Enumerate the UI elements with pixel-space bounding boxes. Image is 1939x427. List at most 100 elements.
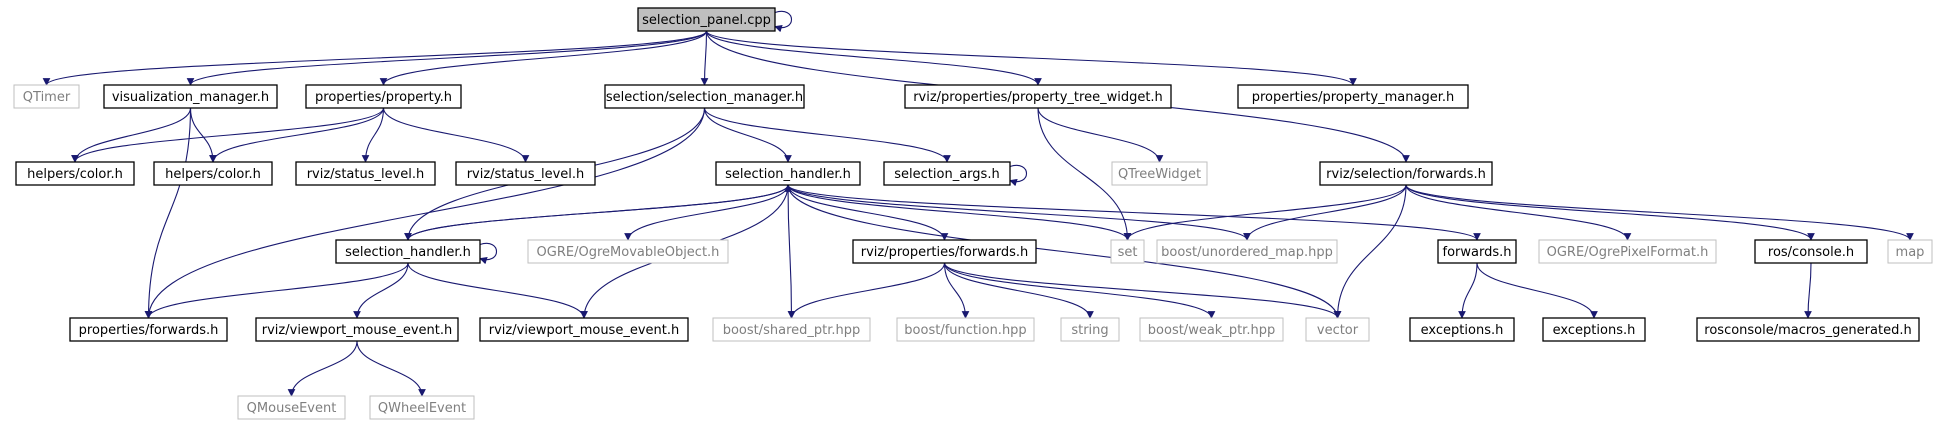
- node-box: [527, 239, 729, 264]
- node-label: rviz/selection/forwards.h: [1326, 167, 1486, 182]
- node-box: [883, 161, 1011, 186]
- node-map: map: [1887, 239, 1933, 264]
- node-box: [852, 239, 1037, 264]
- edge-forwards_h-to-exceptions_2: [1476, 262, 1598, 319]
- node-box: [1111, 161, 1208, 186]
- node-label: helpers/color.h: [27, 167, 123, 182]
- node-function: boost/function.hpp: [896, 317, 1035, 342]
- node-box: [237, 395, 346, 420]
- node-label: boost/shared_ptr.hpp: [723, 323, 861, 338]
- node-vector: vector: [1305, 317, 1370, 342]
- node-box: [1437, 239, 1517, 264]
- edge-sel_forwards-to-map: [1405, 184, 1914, 241]
- edge-root-to-vis_mgr: [186, 30, 708, 86]
- node-vme-2[interactable]: rviz/viewport_mouse_event.h: [479, 317, 689, 342]
- edge-sel_handler_1-to-unordered_map: [787, 184, 1251, 241]
- edge-sel_handler_1-to-ogre_movable: [624, 184, 789, 241]
- node-sel-handler-2[interactable]: selection_handler.h: [335, 239, 481, 264]
- node-rosconsole-macros[interactable]: rosconsole/macros_generated.h: [1696, 317, 1920, 342]
- node-box: [712, 317, 871, 342]
- node-label: selection/selection_manager.h: [606, 90, 803, 105]
- node-label: selection_args.h: [894, 167, 999, 182]
- node-ros-console[interactable]: ros/console.h: [1754, 239, 1868, 264]
- node-label: rviz/viewport_mouse_event.h: [489, 323, 679, 338]
- node-root[interactable]: selection_panel.cpp: [637, 7, 776, 32]
- node-box: [1538, 239, 1717, 264]
- node-prop-mgr[interactable]: properties/property_manager.h: [1237, 84, 1469, 109]
- node-label: properties/property.h: [315, 90, 452, 105]
- edge-vis_mgr-to-helpers_color_2: [189, 107, 217, 163]
- node-box: [103, 84, 278, 109]
- node-label: boost/weak_ptr.hpp: [1148, 323, 1275, 338]
- node-box: [153, 161, 273, 186]
- node-prop-tree[interactable]: rviz/properties/property_tree_widget.h: [904, 84, 1172, 109]
- node-box: [1237, 84, 1469, 109]
- node-sel-forwards[interactable]: rviz/selection/forwards.h: [1319, 161, 1493, 186]
- node-label: properties/forwards.h: [79, 323, 219, 338]
- node-box: [637, 7, 776, 32]
- node-label: set: [1118, 245, 1138, 260]
- node-ogre-pixel: OGRE/OgrePixelFormat.h: [1538, 239, 1717, 264]
- node-helpers-color-1[interactable]: helpers/color.h: [15, 161, 135, 186]
- edge-vme_1-to-qwheel: [356, 340, 426, 397]
- node-box: [896, 317, 1035, 342]
- node-box: [1110, 239, 1145, 264]
- node-box: [1139, 317, 1284, 342]
- edge-root-to-prop_property: [379, 30, 708, 86]
- node-exceptions-2[interactable]: exceptions.h: [1542, 317, 1646, 342]
- edge-sel_handler_2-to-prop_forwards: [144, 262, 409, 319]
- node-vme-1[interactable]: rviz/viewport_mouse_event.h: [255, 317, 459, 342]
- node-box: [295, 161, 436, 186]
- node-label: rviz/status_level.h: [467, 167, 585, 182]
- edge-prop_property-to-status_1: [361, 107, 385, 163]
- node-label: rviz/viewport_mouse_event.h: [262, 323, 452, 338]
- edge-sel_args-to-sel_args: [1009, 164, 1027, 187]
- node-prop-property[interactable]: properties/property.h: [305, 84, 462, 109]
- edge-root-to-qtimer: [42, 30, 708, 86]
- node-sel-mgr[interactable]: selection/selection_manager.h: [604, 84, 805, 109]
- node-qwheel: QWheelEvent: [369, 395, 475, 420]
- node-box: [369, 395, 475, 420]
- node-box: [1156, 239, 1338, 264]
- node-rviz-prop-fwd[interactable]: rviz/properties/forwards.h: [852, 239, 1037, 264]
- node-label: OGRE/OgrePixelFormat.h: [1547, 245, 1709, 260]
- node-string: string: [1060, 317, 1120, 342]
- node-status-2[interactable]: rviz/status_level.h: [455, 161, 596, 186]
- node-qmouse: QMouseEvent: [237, 395, 346, 420]
- node-box: [1305, 317, 1370, 342]
- node-helpers-color-2[interactable]: helpers/color.h: [153, 161, 273, 186]
- node-sel-handler-1[interactable]: selection_handler.h: [715, 161, 861, 186]
- node-box: [479, 317, 689, 342]
- edge-prop_tree-to-qtreewidget: [1037, 107, 1164, 163]
- node-label: visualization_manager.h: [112, 90, 269, 105]
- node-set: set: [1110, 239, 1145, 264]
- node-label: selection_handler.h: [725, 167, 851, 182]
- edge-rviz_prop_fwd-to-function: [943, 262, 970, 319]
- edge-root-to-prop_mgr: [705, 30, 1357, 86]
- node-label: string: [1071, 323, 1108, 338]
- edge-rviz_prop_fwd-to-weak_ptr: [943, 262, 1216, 319]
- edge-sel_handler_1-to-set: [787, 184, 1132, 241]
- node-box: [1409, 317, 1515, 342]
- edge-rviz_prop_fwd-to-string: [943, 262, 1094, 319]
- edge-forwards_h-to-exceptions_1: [1458, 262, 1478, 319]
- edge-prop_property-to-helpers_color_2: [209, 107, 385, 163]
- edge-root-to-root: [774, 10, 792, 33]
- node-label: rosconsole/macros_generated.h: [1704, 323, 1911, 338]
- node-label: selection_panel.cpp: [642, 13, 771, 28]
- node-vis-mgr[interactable]: visualization_manager.h: [103, 84, 278, 109]
- node-status-1[interactable]: rviz/status_level.h: [295, 161, 436, 186]
- node-box: [1754, 239, 1868, 264]
- edge-sel_mgr-to-sel_handler_1: [703, 107, 792, 163]
- node-prop-forwards[interactable]: properties/forwards.h: [69, 317, 228, 342]
- node-label: QTimer: [23, 90, 71, 105]
- edge-sel_forwards-to-vector: [1333, 184, 1407, 319]
- node-label: selection_handler.h: [345, 245, 471, 260]
- edge-root-to-prop_tree: [705, 30, 1042, 86]
- node-exceptions-1[interactable]: exceptions.h: [1409, 317, 1515, 342]
- node-forwards-h[interactable]: forwards.h: [1437, 239, 1517, 264]
- node-sel-args[interactable]: selection_args.h: [883, 161, 1011, 186]
- edge-vis_mgr-to-prop_forwards: [144, 107, 192, 319]
